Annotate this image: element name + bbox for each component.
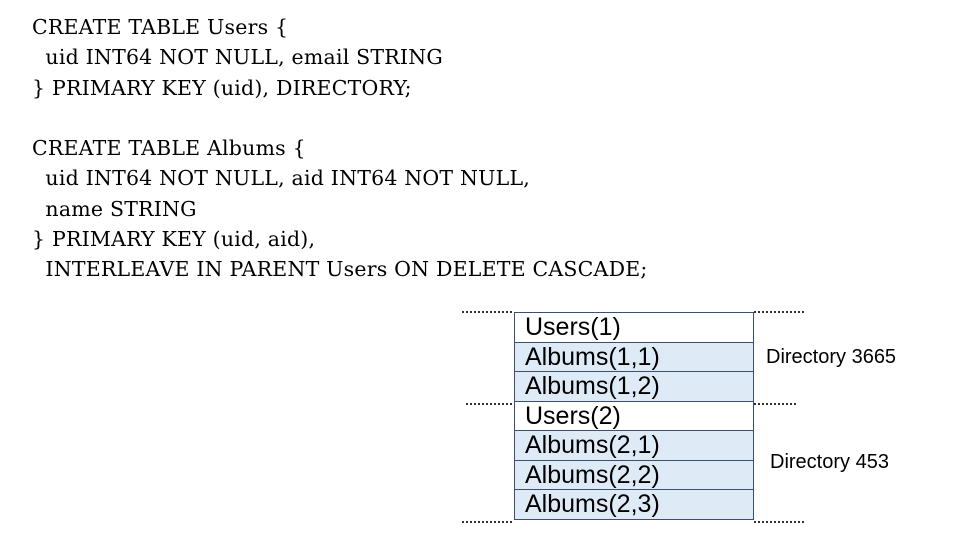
interleaved-rows-stack: Users(1) Albums(1,1) Albums(1,2) Users(2… xyxy=(514,312,754,520)
code-line: uid INT64 NOT NULL, email STRING xyxy=(32,45,443,70)
schema-code-block: CREATE TABLE Users { uid INT64 NOT NULL,… xyxy=(32,12,647,285)
boundary-bottom-left-dots xyxy=(462,521,512,523)
boundary-mid-right-dots xyxy=(754,403,796,405)
row-albums-2-1: Albums(2,1) xyxy=(515,431,753,461)
row-users-2: Users(2) xyxy=(515,401,753,431)
code-line: INTERLEAVE IN PARENT Users ON DELETE CAS… xyxy=(32,257,648,282)
row-albums-2-3: Albums(2,3) xyxy=(515,490,753,520)
code-line: } PRIMARY KEY (uid, aid), xyxy=(32,227,316,252)
row-albums-1-1: Albums(1,1) xyxy=(515,342,753,372)
row-albums-1-2: Albums(1,2) xyxy=(515,372,753,402)
code-line: CREATE TABLE Albums { xyxy=(32,136,306,161)
boundary-bottom-right-dots xyxy=(754,521,804,523)
boundary-top-left-dots xyxy=(462,311,512,313)
directory-label-3665: Directory 3665 xyxy=(766,346,897,368)
code-line: name STRING xyxy=(32,196,197,221)
code-line: } PRIMARY KEY (uid), DIRECTORY; xyxy=(32,75,412,100)
boundary-top-right-dots xyxy=(754,311,804,313)
boundary-mid-left-dots xyxy=(466,403,512,405)
code-line: uid INT64 NOT NULL, aid INT64 NOT NULL, xyxy=(32,166,530,191)
code-line-blank xyxy=(32,103,647,133)
row-users-1: Users(1) xyxy=(515,313,753,343)
row-albums-2-2: Albums(2,2) xyxy=(515,460,753,490)
directory-label-453: Directory 453 xyxy=(770,451,889,473)
code-line: CREATE TABLE Users { xyxy=(32,15,289,39)
